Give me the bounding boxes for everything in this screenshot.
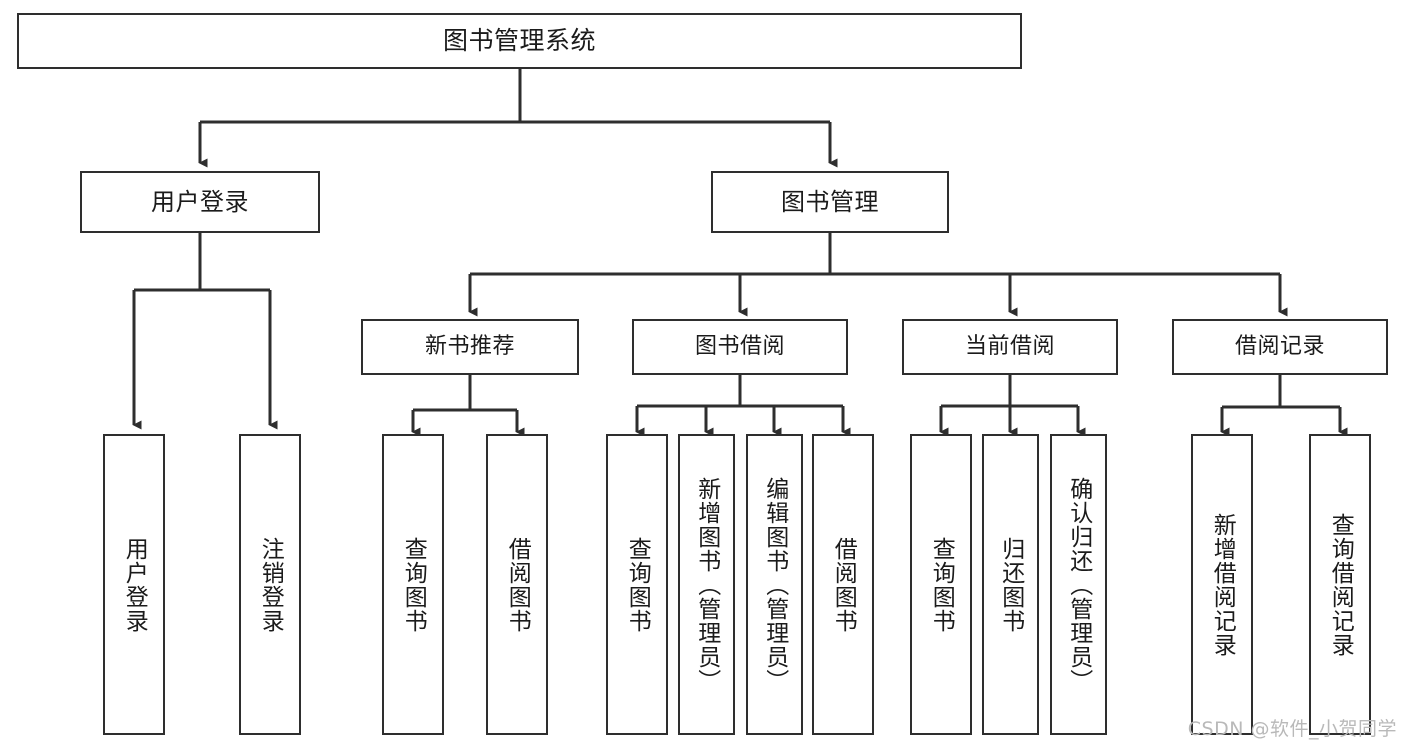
node-leaf-user-login[interactable]: 用户登录 bbox=[103, 434, 165, 735]
node-leaf-logout[interactable]: 注销登录 bbox=[239, 434, 301, 735]
node-borrow-record[interactable]: 借阅记录 bbox=[1172, 319, 1388, 375]
node-leaf-edit-book-admin-label: 编辑图书（管理员） bbox=[761, 476, 788, 693]
node-book-management[interactable]: 图书管理 bbox=[711, 171, 949, 233]
node-leaf-borrow-book-label: 借阅图书 bbox=[830, 536, 857, 633]
node-leaf-query-borrow-record-label: 查询借阅记录 bbox=[1327, 512, 1354, 657]
node-leaf-add-book-admin[interactable]: 新增图书（管理员） bbox=[678, 434, 735, 735]
node-leaf-confirm-return-admin[interactable]: 确认归还（管理员） bbox=[1050, 434, 1107, 735]
node-current-borrow[interactable]: 当前借阅 bbox=[902, 319, 1118, 375]
node-root-book-management-system[interactable]: 图书管理系统 bbox=[17, 13, 1022, 69]
node-leaf-query-book-current-label: 查询图书 bbox=[928, 536, 955, 633]
node-leaf-add-book-admin-label: 新增图书（管理员） bbox=[693, 476, 720, 693]
node-leaf-add-borrow-record-label: 新增借阅记录 bbox=[1209, 512, 1236, 657]
node-leaf-query-borrow-record[interactable]: 查询借阅记录 bbox=[1309, 434, 1371, 735]
node-leaf-borrow-book-recommend[interactable]: 借阅图书 bbox=[486, 434, 548, 735]
node-book-borrow-label: 图书借阅 bbox=[694, 333, 785, 359]
node-leaf-logout-label: 注销登录 bbox=[257, 536, 284, 633]
node-leaf-query-book-current[interactable]: 查询图书 bbox=[910, 434, 972, 735]
node-leaf-query-book-recommend-label: 查询图书 bbox=[400, 536, 427, 633]
node-current-borrow-label: 当前借阅 bbox=[964, 333, 1055, 359]
node-leaf-add-borrow-record[interactable]: 新增借阅记录 bbox=[1191, 434, 1253, 735]
node-user-login[interactable]: 用户登录 bbox=[80, 171, 320, 233]
node-new-book-recommend-label: 新书推荐 bbox=[424, 333, 515, 359]
node-book-borrow[interactable]: 图书借阅 bbox=[632, 319, 848, 375]
node-leaf-return-book[interactable]: 归还图书 bbox=[982, 434, 1039, 735]
node-leaf-query-book-borrow[interactable]: 查询图书 bbox=[606, 434, 668, 735]
node-leaf-user-login-label: 用户登录 bbox=[121, 536, 148, 633]
node-root-label: 图书管理系统 bbox=[442, 26, 596, 55]
node-new-book-recommend[interactable]: 新书推荐 bbox=[361, 319, 579, 375]
watermark-csdn: CSDN @软件_小贺同学 bbox=[1187, 718, 1397, 740]
node-book-management-label: 图书管理 bbox=[781, 187, 879, 216]
node-leaf-query-book-borrow-label: 查询图书 bbox=[624, 536, 651, 633]
node-leaf-return-book-label: 归还图书 bbox=[997, 536, 1024, 633]
node-leaf-query-book-recommend[interactable]: 查询图书 bbox=[382, 434, 444, 735]
node-leaf-confirm-return-admin-label: 确认归还（管理员） bbox=[1065, 476, 1092, 693]
node-user-login-label: 用户登录 bbox=[151, 187, 249, 216]
node-borrow-record-label: 借阅记录 bbox=[1234, 333, 1325, 359]
node-leaf-edit-book-admin[interactable]: 编辑图书（管理员） bbox=[746, 434, 803, 735]
node-leaf-borrow-book[interactable]: 借阅图书 bbox=[812, 434, 874, 735]
node-leaf-borrow-book-recommend-label: 借阅图书 bbox=[504, 536, 531, 633]
